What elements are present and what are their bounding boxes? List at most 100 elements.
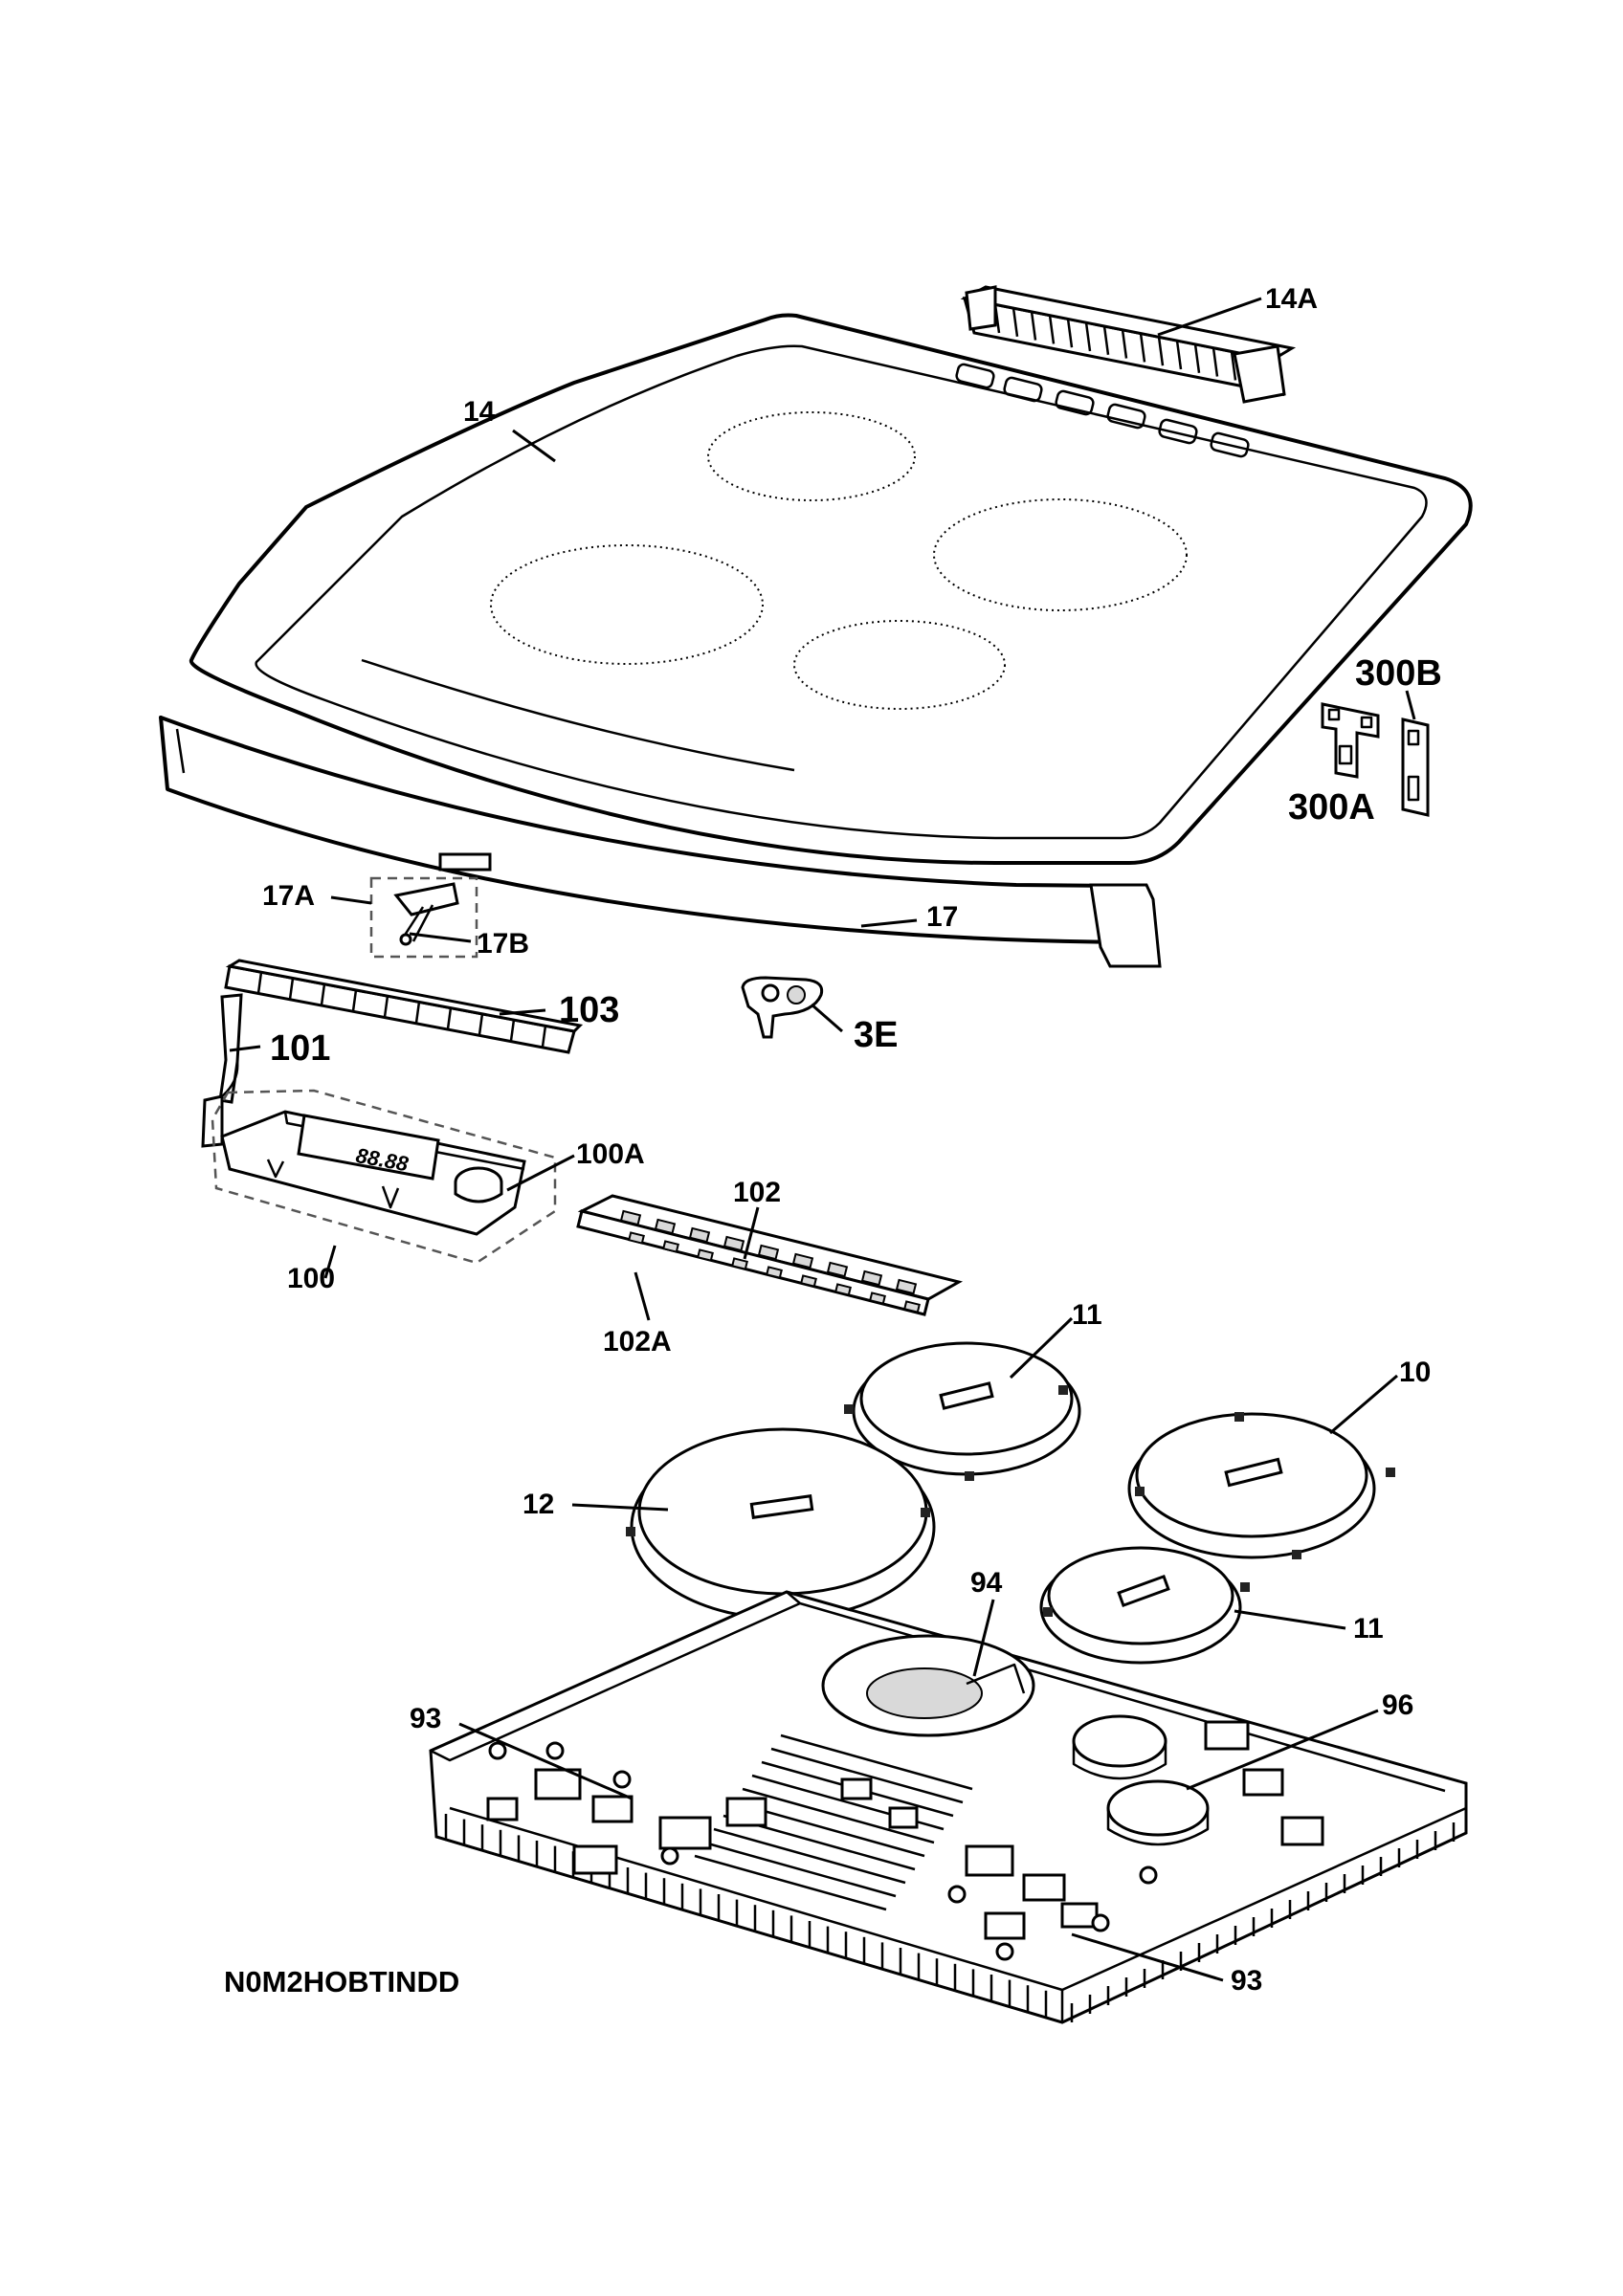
heatsink-fin — [703, 1841, 897, 1898]
part-12-coil-large — [626, 1427, 936, 1621]
pcb-component — [572, 1844, 618, 1875]
bracket-fin — [1030, 311, 1037, 341]
screw-icon — [660, 1846, 679, 1866]
leader-lines — [229, 297, 1416, 1982]
board-chip — [723, 1235, 745, 1252]
callout-labels: 14A 14 300B 300A 17A 17B 17 103 101 3E 1… — [262, 283, 1442, 1997]
pcb-component — [888, 1806, 919, 1829]
screw-icon — [545, 1741, 565, 1760]
board-chip — [697, 1248, 714, 1262]
bracket-fin — [1212, 347, 1219, 377]
diagram-code: N0M2HOBTINDD — [224, 1965, 459, 1998]
pcb-component — [1022, 1873, 1066, 1902]
label-14a: 14A — [1265, 283, 1318, 315]
label-10: 10 — [1399, 1357, 1431, 1388]
pcb-component — [1280, 1816, 1324, 1846]
bracket-fin — [1175, 340, 1183, 370]
key-divider — [351, 989, 358, 1011]
label-11-upper: 11 — [1072, 1299, 1102, 1331]
label-94: 94 — [970, 1567, 1003, 1599]
part-300a-bracket — [1321, 702, 1380, 779]
part-101-ribbon-cable — [201, 993, 243, 1148]
bracket-fin — [1012, 307, 1019, 337]
label-102: 102 — [733, 1177, 781, 1208]
key-divider — [541, 1025, 547, 1048]
board-chip — [791, 1252, 814, 1269]
board-chip — [662, 1240, 679, 1253]
board-chip — [731, 1257, 748, 1270]
label-300b: 300B — [1355, 653, 1442, 694]
bracket-fin — [1230, 351, 1237, 381]
label-101: 101 — [270, 1028, 330, 1069]
part-300b-bracket — [1401, 718, 1430, 817]
pcb-component — [840, 1777, 873, 1800]
label-103: 103 — [559, 990, 619, 1030]
bracket-fin — [1066, 319, 1074, 348]
label-12: 12 — [522, 1489, 554, 1520]
screw-icon — [995, 1942, 1014, 1961]
key-divider — [478, 1013, 484, 1035]
part-11-coil-lower — [1039, 1546, 1250, 1665]
screw-icon — [612, 1770, 632, 1789]
screw-icon — [1091, 1913, 1110, 1932]
screw-icon — [1139, 1866, 1158, 1885]
part-base-tray — [429, 1590, 1468, 2024]
part-3e-bracket — [741, 976, 824, 1039]
label-14: 14 — [463, 396, 496, 428]
touch-key-row — [955, 363, 1250, 458]
board-chip — [903, 1300, 921, 1314]
pcb-component — [534, 1768, 582, 1800]
bracket-fin — [1139, 333, 1146, 363]
heatsink-fin — [742, 1787, 935, 1844]
bracket-fin — [1048, 315, 1056, 344]
label-3e: 3E — [854, 1015, 898, 1055]
part-14a-bracket — [960, 285, 1297, 404]
key-divider — [446, 1007, 453, 1029]
board-chip — [619, 1209, 642, 1226]
pcb-component — [1204, 1720, 1250, 1751]
board-chip — [766, 1266, 783, 1279]
pcb-component — [591, 1795, 634, 1823]
heatsink-fin — [770, 1747, 964, 1804]
part-103-key-strip — [224, 959, 584, 1054]
board-chip — [654, 1218, 677, 1235]
screw-icon — [947, 1885, 967, 1904]
part-17a-17b-clip — [369, 876, 478, 959]
pcb-component — [984, 1911, 1026, 1940]
label-300a: 300A — [1288, 787, 1375, 828]
heatsink-fin — [780, 1733, 973, 1791]
pcb-component — [965, 1844, 1014, 1877]
part-10-coil — [1127, 1412, 1395, 1559]
label-17a: 17A — [262, 880, 315, 912]
label-96: 96 — [1382, 1689, 1413, 1721]
label-93-right: 93 — [1231, 1965, 1262, 1997]
bracket-fin — [1121, 329, 1128, 359]
board-chip — [895, 1278, 918, 1295]
label-93-left: 93 — [410, 1703, 441, 1734]
bracket-fin — [1102, 325, 1110, 355]
key-divider — [256, 972, 263, 994]
bracket-fin — [1157, 337, 1165, 366]
pcb-component — [486, 1797, 519, 1821]
bracket-fin — [1084, 321, 1092, 352]
label-100a: 100A — [576, 1138, 645, 1170]
bracket-fin — [1193, 343, 1201, 373]
key-divider — [288, 978, 295, 1000]
board-chip — [826, 1261, 849, 1278]
heatsink-fin — [713, 1827, 906, 1885]
label-11-lower: 11 — [1353, 1613, 1384, 1645]
bracket-fin — [993, 303, 1001, 334]
heatsink-fin — [694, 1854, 887, 1911]
board-chip — [869, 1292, 886, 1305]
label-17b: 17B — [477, 928, 529, 960]
board-chip — [860, 1269, 883, 1287]
key-divider — [509, 1019, 516, 1041]
screw-icon — [488, 1741, 507, 1760]
pcb-component — [1242, 1768, 1284, 1797]
label-102a: 102A — [603, 1326, 672, 1358]
label-17: 17 — [926, 901, 958, 933]
pcb-component — [1060, 1902, 1099, 1929]
glass-cooktop — [159, 313, 1473, 968]
